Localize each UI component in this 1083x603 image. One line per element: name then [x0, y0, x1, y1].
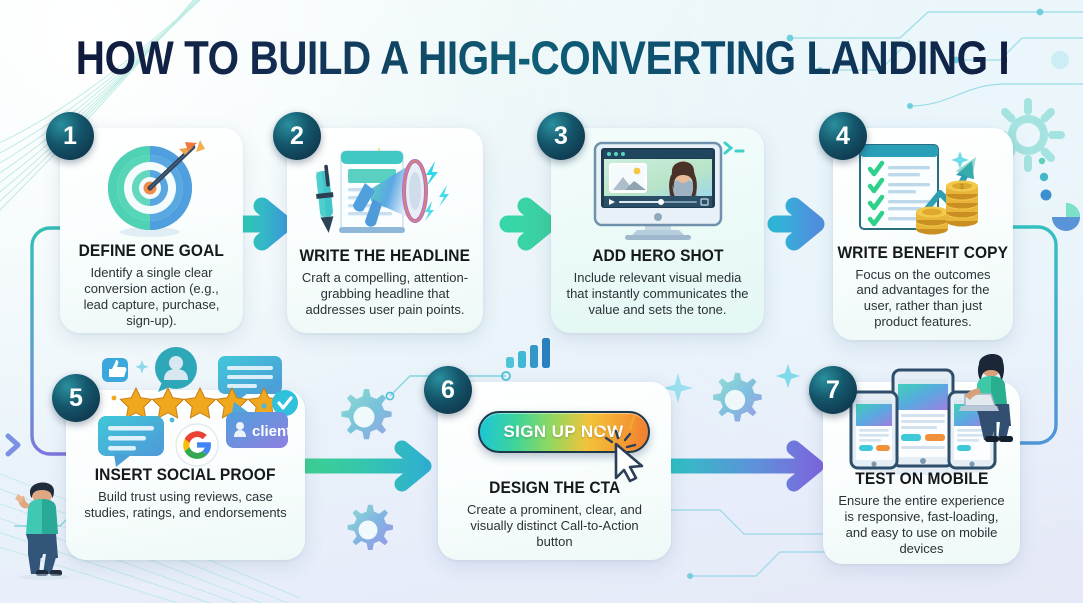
- step-desc-5: Build trust using reviews, case studies,…: [84, 489, 287, 520]
- step-card-4[interactable]: 4: [819, 112, 1013, 340]
- arrow-step1-to-step2: [233, 197, 293, 251]
- bar-chart-icon-decoration: [506, 336, 562, 368]
- step-title-2: WRITE THE HEADLINE: [299, 247, 471, 265]
- step-card-1[interactable]: 1: [46, 112, 243, 333]
- step-number-badge-1: 1: [46, 112, 94, 160]
- step-number-badge-3: 3: [537, 112, 585, 160]
- page-title: HOW TO BUILD A HIGH-CONVERTING LANDING P…: [75, 31, 1083, 84]
- step-title-7: TEST ON MOBILE: [854, 470, 989, 488]
- step-title-6: DESIGN THE CTA: [488, 479, 621, 498]
- step-title-4: WRITE BENEFIT COPY: [837, 243, 1009, 262]
- step-desc-6: Create a prominent, clear, and visually …: [467, 502, 642, 550]
- step-card-2[interactable]: 2: [273, 112, 483, 333]
- stars-reviews-icon: client: [76, 347, 298, 467]
- step-card-6[interactable]: 6 SIGN UP NOW DESIGN THE CTA Create a pr…: [424, 366, 671, 560]
- step-card-3[interactable]: 3: [537, 112, 764, 333]
- pie-chart-icon-decoration: [1030, 155, 1080, 231]
- step-desc-3: Include relevant visual media that insta…: [566, 270, 749, 317]
- target-arrow-icon: [70, 140, 233, 240]
- step-desc-2: Craft a compelling, attention-grabbing h…: [301, 270, 469, 317]
- arrow-tick-left-step5: [5, 433, 21, 457]
- step-number-badge-6: 6: [424, 366, 472, 414]
- gear-icon-right-middle: [705, 370, 765, 430]
- client-badge-label: client: [252, 423, 291, 440]
- document-pen-megaphone-icon: [297, 140, 473, 245]
- arrow-step6-to-step7: [664, 440, 824, 492]
- step-title-3: ADD HERO SHOT: [591, 247, 724, 265]
- step-card-7[interactable]: 7: [809, 366, 1020, 564]
- step-title-1: DEFINE ONE GOAL: [78, 242, 225, 260]
- arrow-step2-to-step3: [499, 197, 557, 251]
- step-number-badge-5: 5: [52, 374, 100, 422]
- step-desc-7: Ensure the entire experience is responsi…: [838, 493, 1005, 556]
- arrow-step5-to-step6: [292, 440, 432, 492]
- cta-button-cursor-icon: SIGN UP NOW: [448, 394, 661, 483]
- step-number-badge-2: 2: [273, 112, 321, 160]
- step-title-5: INSERT SOCIAL PROOF: [95, 466, 276, 484]
- checklist-growth-coins-icon: $ $: [843, 140, 1003, 242]
- step-desc-4: Focus on the outcomes and advantages for…: [855, 266, 991, 330]
- sign-up-now-button[interactable]: SIGN UP NOW: [477, 410, 650, 453]
- gear-icon-middle-lower: [340, 502, 396, 558]
- multi-device-icon: [833, 368, 1010, 475]
- step-desc-1: Identify a single clear conversion actio…: [83, 265, 220, 328]
- gear-icon-middle-upper: [333, 386, 395, 448]
- step-card-5[interactable]: 5: [52, 347, 305, 560]
- arrow-step3-to-step4: [767, 197, 825, 251]
- desktop-video-player-icon: [561, 140, 754, 245]
- svg-text:$: $: [960, 184, 964, 191]
- step-number-badge-7: 7: [809, 366, 857, 414]
- step-number-badge-4: 4: [819, 112, 867, 160]
